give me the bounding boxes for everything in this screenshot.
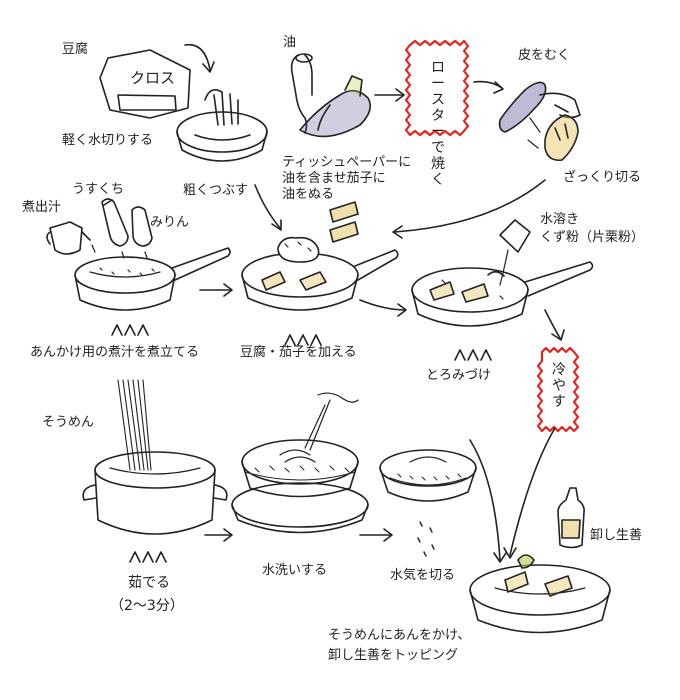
flame-icon	[129, 551, 167, 563]
label-rinse: 水洗いする	[262, 563, 328, 578]
arrow-icon	[359, 299, 406, 311]
usukuchi-bottle-drawing	[101, 198, 129, 247]
label-oil-eggplant-1: ティッシュペーパーに	[282, 155, 412, 170]
label-final-1: そうめんにあんをかけ、	[328, 628, 471, 643]
chill-box	[536, 346, 580, 433]
label-oil-eggplant-2: 油を含ませ茄子に	[282, 171, 386, 186]
draining-colander-drawing	[379, 449, 477, 502]
flame-icon	[111, 324, 149, 336]
label-boil-sauce: あんかけ用の煮汁を煮立てる	[30, 345, 200, 360]
flame-icon	[284, 334, 322, 346]
label-somen: そうめん	[42, 415, 95, 430]
thicken-pan-drawing	[411, 261, 594, 327]
roast-box	[404, 39, 470, 137]
boiling-pot-drawing	[82, 451, 228, 535]
label-mirin: みりん	[150, 215, 190, 230]
mirin-bottle-drawing	[131, 206, 153, 247]
label-kuzuko: くず粉（片栗粉）	[540, 230, 645, 245]
frying-pan-drawing	[241, 236, 399, 311]
label-rough-cut: ざっくり切る	[563, 170, 642, 185]
label-boil-time: （2〜3分）	[110, 598, 184, 614]
label-cloth: クロス	[130, 69, 176, 87]
arrow-icon	[509, 427, 556, 556]
label-final-2: 卸し生善をトッピング	[328, 648, 459, 663]
colander-bowl-drawing	[231, 439, 369, 534]
label-peel: 皮をむく	[518, 48, 571, 63]
label-oil-eggplant-3: 油をぬる	[282, 187, 335, 202]
eggplant-oil-drawing	[290, 53, 371, 138]
label-usukuchi: うすくち	[72, 182, 125, 197]
label-grated-ginger: 卸し生善	[590, 528, 643, 543]
peel-drawing	[498, 81, 581, 133]
label-crush: 粗くつぶす	[183, 183, 249, 198]
label-chill: 冷やす	[552, 362, 566, 410]
arrow-icon	[254, 184, 281, 229]
faucet-water-drawing	[304, 392, 359, 451]
arrow-icon	[469, 439, 501, 561]
label-thicken: とろみづけ	[426, 368, 492, 383]
label-drain-water: 水気を切る	[390, 568, 456, 583]
dashi-pitcher-drawing	[46, 221, 91, 255]
cut-eggplant-drawing	[527, 114, 579, 162]
ginger-bottle-drawing	[557, 487, 585, 549]
cloth-drawing	[99, 49, 191, 119]
label-oil: 油	[283, 35, 297, 50]
label-add-tofu-eggplant: 豆腐・茄子を加える	[240, 345, 357, 360]
label-boil-noodles: 茹でる	[128, 575, 170, 591]
final-bowl-drawing	[469, 554, 611, 634]
arrow-icon	[184, 43, 211, 71]
label-roast: ロースターで焼く	[431, 60, 445, 188]
eggplant-pieces-drawing	[329, 201, 359, 243]
flame-icon	[454, 349, 492, 361]
label-drain-tofu: 軽く水切りする	[62, 133, 154, 148]
label-mizutoki: 水溶き	[540, 212, 580, 227]
label-tofu: 豆腐	[62, 42, 89, 57]
arrow-icon	[394, 179, 546, 233]
pouring-cup-drawing	[499, 219, 531, 286]
label-dashi: 煮出汁	[22, 200, 62, 215]
saucepan-drawing	[74, 247, 231, 311]
somen-noodles-drawing	[117, 379, 152, 471]
water-drops-icon	[417, 521, 435, 557]
tofu-bowl-drawing	[176, 89, 268, 162]
arrow-icon	[544, 309, 561, 339]
